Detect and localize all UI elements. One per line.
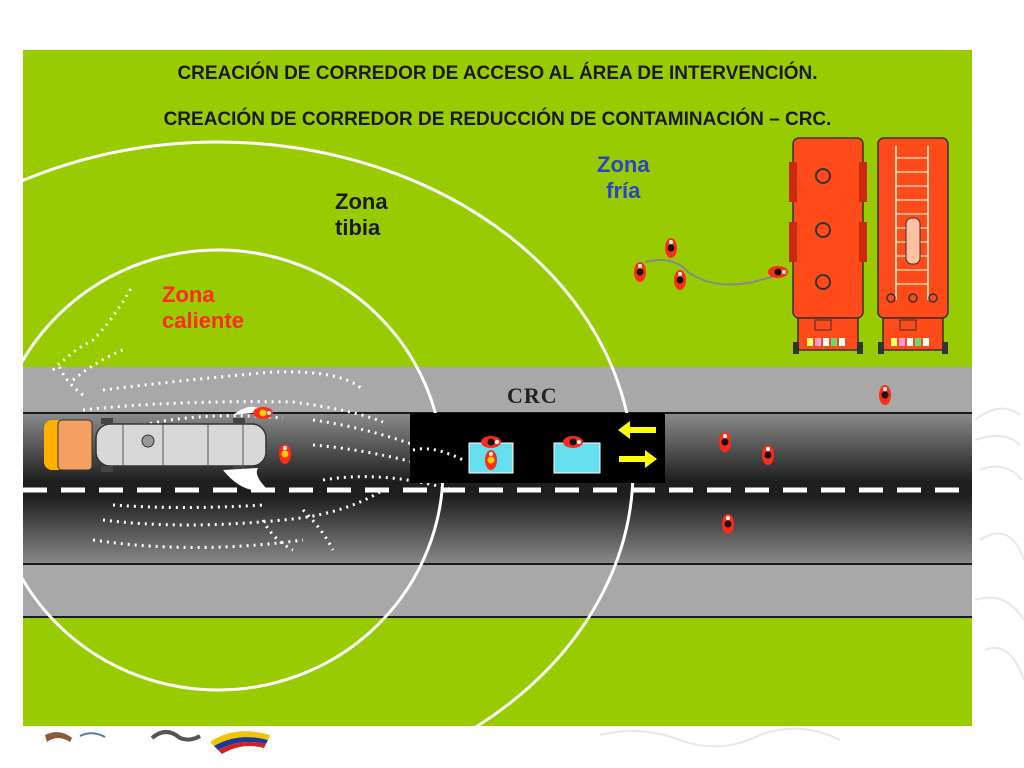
responder-group (253, 238, 891, 534)
responder (665, 238, 677, 258)
tanker-truck (44, 406, 268, 491)
responder (485, 450, 497, 470)
footer-logo-center (150, 730, 202, 742)
tanker-tank (95, 423, 267, 467)
zone-tibia-label: Zona tibia (335, 189, 388, 241)
responder (722, 514, 734, 534)
zone-caliente-line1: Zona (162, 282, 215, 307)
arrow-right-icon (619, 450, 657, 468)
tanker-cab-body (57, 419, 93, 471)
zone-fria-line2: fría (606, 178, 641, 203)
zone-caliente-label: Zona caliente (162, 282, 244, 334)
crc-corridor (410, 413, 665, 483)
zone-fria-label: Zona fría (597, 152, 650, 204)
tanker-hatch (141, 434, 155, 448)
road-shoulder-top (23, 367, 972, 413)
responder (719, 432, 731, 452)
responder (634, 262, 646, 282)
responder (879, 385, 891, 405)
zone-tibia-line2: tibia (335, 215, 381, 240)
decon-station-2 (553, 442, 601, 474)
zone-fria-line1: Zona (597, 152, 650, 177)
responder (768, 266, 788, 278)
road-shoulder-bottom (23, 565, 972, 617)
hose-line (644, 259, 784, 286)
responder (481, 436, 501, 448)
slide-title-line2: CREACIÓN DE CORREDOR DE REDUCCIÓN DE CON… (163, 109, 832, 130)
scene-drawing (23, 137, 972, 726)
fire-truck-ladder (877, 137, 949, 354)
responder (279, 444, 291, 464)
arrow-left-icon (618, 421, 656, 439)
responder (253, 407, 273, 419)
responder (762, 445, 774, 465)
footer-flag-ribbon (210, 731, 270, 754)
zone-tibia-line1: Zona (335, 189, 388, 214)
fire-truck-tanker (789, 137, 867, 354)
responder (563, 436, 583, 448)
crc-label: CRC (507, 383, 558, 408)
responder (674, 270, 686, 290)
slide-title-line1: CREACIÓN DE CORREDOR DE ACCESO AL ÁREA D… (177, 63, 818, 84)
zone-caliente-line2: caliente (162, 308, 244, 333)
diagram-slide: CREACIÓN DE CORREDOR DE ACCESO AL ÁREA D… (23, 50, 972, 726)
footer-logo-left (45, 732, 106, 742)
